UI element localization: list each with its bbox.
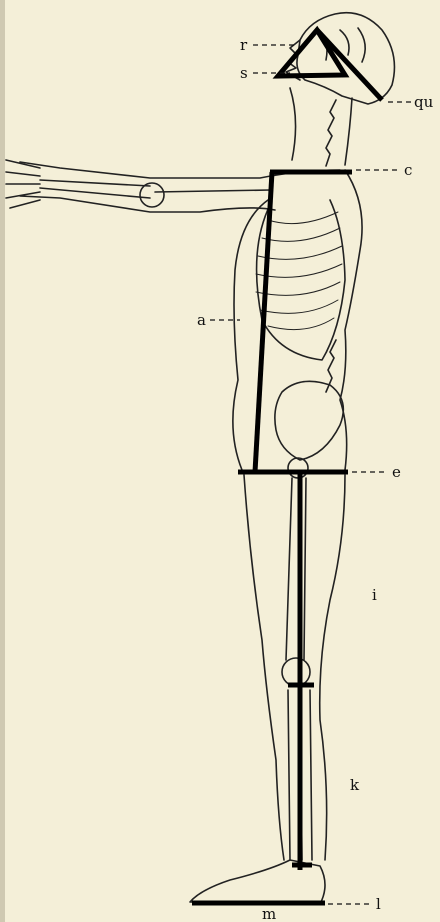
label-l: l bbox=[376, 895, 381, 913]
torso-back-outline bbox=[340, 170, 362, 470]
leg-back-outline bbox=[320, 475, 345, 860]
neck-outline bbox=[290, 88, 352, 165]
trunk-line-a bbox=[255, 172, 272, 472]
head-line-qu bbox=[317, 30, 382, 100]
label-qu: qu bbox=[414, 93, 434, 111]
label-a: a bbox=[197, 311, 206, 329]
hand bbox=[6, 160, 40, 208]
leg-front-outline bbox=[244, 475, 284, 860]
label-i: i bbox=[372, 586, 377, 604]
label-r: r bbox=[240, 36, 248, 54]
cervical-spine bbox=[326, 100, 336, 166]
label-m: m bbox=[262, 905, 276, 922]
label-k: k bbox=[350, 776, 360, 794]
pelvis bbox=[275, 381, 343, 460]
label-e: e bbox=[392, 463, 401, 481]
femur bbox=[286, 478, 306, 660]
elbow-joint bbox=[140, 183, 164, 207]
knee-joint bbox=[282, 658, 310, 686]
label-s: s bbox=[240, 64, 248, 82]
label-c: c bbox=[404, 161, 412, 179]
